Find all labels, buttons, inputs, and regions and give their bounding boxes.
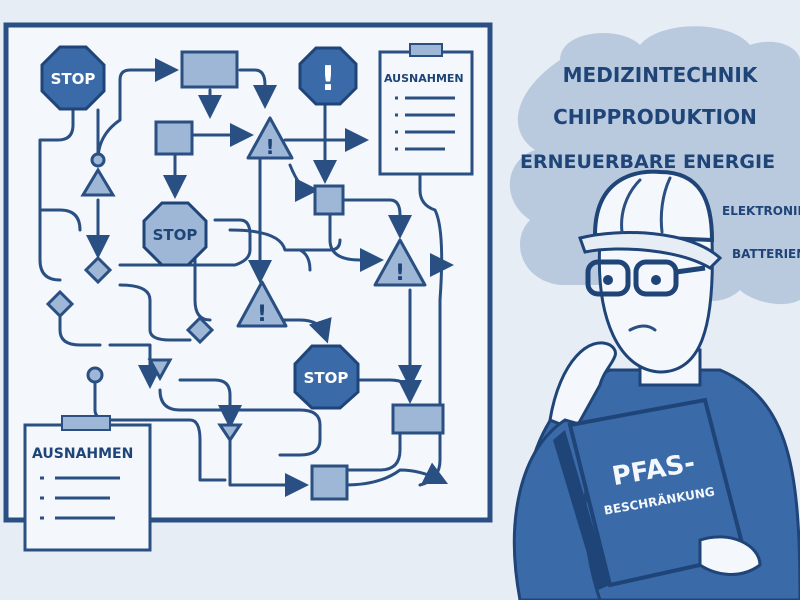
exceptions-clipboard: AUSNAHMEN: [378, 43, 474, 176]
warning-icon: !: [236, 280, 288, 328]
regulation-maze-board: ! ! ! ! STOP STOP STOP: [3, 22, 493, 552]
exceptions-label: AUSNAHMEN: [384, 72, 464, 85]
small-warning-icon: [80, 167, 116, 197]
decision-diamonds: [45, 255, 215, 345]
stop-sign-icon: STOP: [40, 45, 106, 111]
stop-sign-icon: STOP: [293, 344, 360, 410]
svg-text:!: !: [265, 135, 274, 159]
cloud-word-batterien: BATTERIEN: [732, 247, 800, 261]
cloud-word-chipproduktion: CHIPPRODUKTION: [553, 105, 757, 129]
warning-icon: !: [246, 116, 294, 160]
hand-holding-book: [698, 535, 762, 576]
hard-hat: [592, 169, 715, 243]
exceptions-clipboard: AUSNAHMEN: [23, 415, 152, 552]
stop-label: STOP: [153, 226, 198, 244]
cloud-word-medizintechnik: MEDIZINTECHNIK: [563, 63, 759, 87]
stop-label: STOP: [304, 369, 349, 387]
cloud-word-erneuerbare-energie: ERNEUERBARE ENERGIE: [520, 151, 775, 173]
svg-text:!: !: [257, 302, 267, 327]
sector-cloud: MEDIZINTECHNIK CHIPPRODUKTION ERNEUERBAR…: [509, 26, 800, 305]
cloud-word-elektronik: ELEKTRONIK: [722, 204, 800, 218]
junction-dots: [86, 152, 106, 384]
exceptions-label: AUSNAHMEN: [32, 446, 133, 462]
svg-text:!: !: [395, 261, 405, 286]
warning-icon: !: [373, 238, 427, 287]
svg-text:!: !: [320, 59, 336, 99]
stop-label: STOP: [51, 70, 96, 88]
hand-on-chin: [548, 341, 617, 432]
glasses: [585, 259, 706, 297]
engineer-figure: PFAS- BESCHRÄNKUNG: [512, 169, 800, 600]
maze-paths: [38, 58, 454, 497]
small-arrow-icons: [147, 358, 243, 443]
alert-octagon-icon: !: [298, 46, 358, 106]
process-boxes: [154, 50, 445, 501]
stop-sign-icon: STOP: [142, 201, 208, 267]
